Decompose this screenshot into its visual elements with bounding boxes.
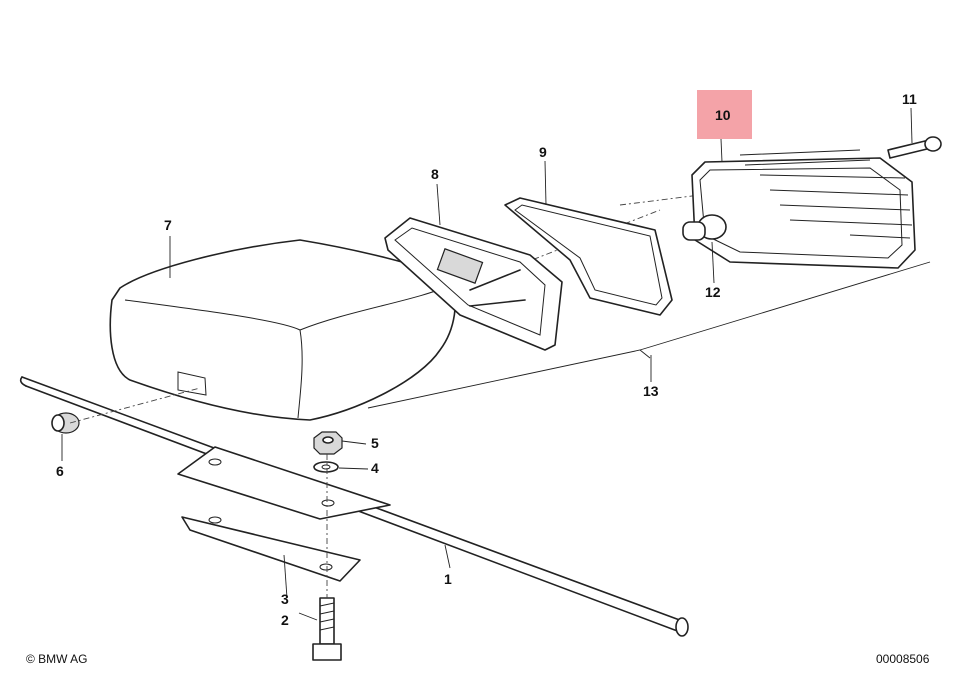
drawing-number: 00008506: [876, 652, 930, 666]
part-5-nut: [313, 431, 343, 455]
part-1-bracket-plate: [177, 446, 391, 520]
label-part-9[interactable]: 9: [539, 144, 547, 160]
part-8-socket-frame: [384, 217, 563, 351]
part-4-washer: [313, 461, 339, 473]
part-6-grommet: [51, 412, 80, 434]
part-9-gasket: [504, 197, 673, 316]
label-part-5[interactable]: 5: [371, 435, 379, 451]
part-11-screw: [887, 136, 942, 159]
label-part-13[interactable]: 13: [643, 383, 659, 399]
label-part-11[interactable]: 11: [902, 91, 917, 107]
highlight-part-10: [697, 90, 752, 139]
label-part-2[interactable]: 2: [281, 612, 289, 628]
part-12-bulb: [682, 214, 727, 241]
label-part-7[interactable]: 7: [164, 217, 172, 233]
part-7-lens-cover: [109, 239, 456, 421]
part-10-housing: [691, 149, 916, 269]
label-part-1[interactable]: 1: [444, 571, 452, 587]
part-3-lower-plate: [181, 516, 361, 582]
label-part-12[interactable]: 12: [705, 284, 721, 300]
label-part-4[interactable]: 4: [371, 460, 379, 476]
label-part-6[interactable]: 6: [56, 463, 64, 479]
label-part-3[interactable]: 3: [281, 591, 289, 607]
label-part-8[interactable]: 8: [431, 166, 439, 182]
copyright-text: © BMW AG: [26, 652, 88, 666]
label-part-10[interactable]: 10: [715, 107, 731, 123]
part-2-bolt: [312, 597, 342, 661]
